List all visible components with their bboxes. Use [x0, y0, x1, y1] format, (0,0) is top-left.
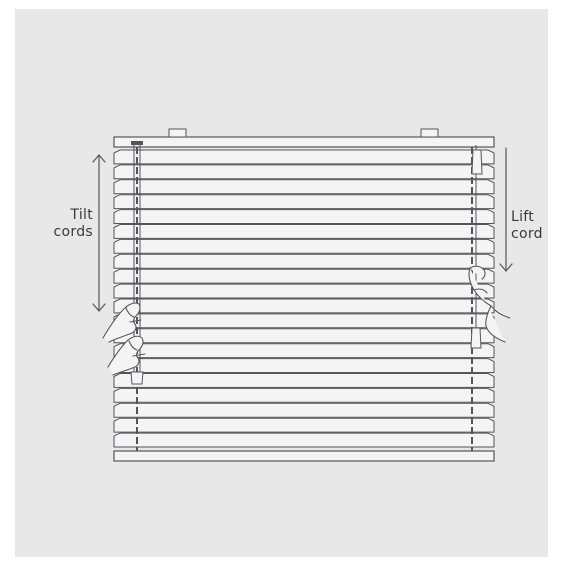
hand-icon [468, 265, 511, 343]
arrow-down-icon [499, 147, 513, 272]
slat [113, 343, 495, 359]
slat [113, 402, 495, 418]
tilt-label-line2: cords [53, 224, 93, 240]
tilt-cords-label: Tilt cords [54, 207, 93, 241]
slat [113, 224, 495, 239]
slat [113, 194, 495, 210]
slat [113, 209, 495, 224]
lift-label-line1: Lift [511, 209, 535, 225]
slat [113, 298, 495, 314]
slat [113, 417, 495, 433]
slat [113, 253, 495, 269]
slat [113, 328, 495, 344]
slat [113, 313, 495, 329]
slat [113, 358, 495, 373]
lift-cord-acorn-bottom [470, 327, 482, 349]
slat [113, 283, 495, 299]
bottom-rail [113, 450, 495, 462]
tilt-cord-tassel [130, 371, 144, 385]
lift-cord-label: Lift cord [511, 209, 543, 243]
slat [113, 179, 495, 195]
tilt-label-line1: Tilt [70, 207, 93, 223]
hand-icon [102, 302, 142, 343]
slat [113, 268, 495, 284]
slat [113, 164, 495, 180]
double-arrow-icon [92, 154, 106, 312]
slat [113, 238, 495, 254]
slats [113, 149, 495, 448]
hand-icon [107, 335, 146, 376]
tilt-cord-top-cap [131, 141, 143, 145]
lift-cord-acorn-top [471, 149, 483, 175]
slat [113, 432, 495, 448]
headrail [113, 136, 495, 148]
slat [113, 373, 495, 388]
lift-label-line2: cord [511, 226, 543, 242]
slat [113, 149, 495, 165]
headrail-bracket-right [420, 128, 439, 138]
headrail-bracket-left [168, 128, 187, 138]
slat [113, 387, 495, 403]
